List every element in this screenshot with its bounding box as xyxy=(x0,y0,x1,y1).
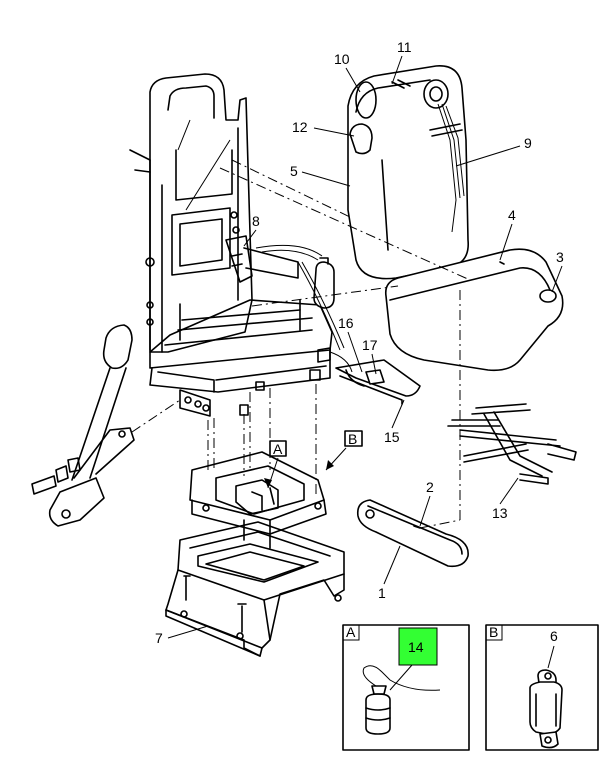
seat-suspension xyxy=(189,451,327,549)
detail-box-a: A 14 xyxy=(342,624,470,751)
detail-ref-b: B xyxy=(325,430,363,471)
seat-base xyxy=(165,521,345,657)
seat-pan xyxy=(149,299,333,417)
callout-9: 9 xyxy=(524,135,532,151)
armrest xyxy=(356,499,469,568)
callout-15: 15 xyxy=(384,429,400,445)
callout-12: 12 xyxy=(292,119,308,135)
callout-13: 13 xyxy=(492,505,508,521)
callout-4: 4 xyxy=(508,207,516,223)
callout-17: 17 xyxy=(362,337,378,353)
alignment-lines xyxy=(207,159,471,529)
detail-a-title: A xyxy=(346,624,356,640)
callout-14-highlight xyxy=(398,627,438,666)
callout-10: 10 xyxy=(334,51,350,67)
detail-box-b: B xyxy=(485,624,599,751)
callout-16: 16 xyxy=(338,315,354,331)
detail-ref-b-label: B xyxy=(348,431,357,447)
callout-2: 2 xyxy=(426,479,434,495)
seat-cushion xyxy=(384,248,564,372)
callout-5: 5 xyxy=(290,163,298,179)
seat-belt-assembly xyxy=(31,324,181,527)
detail-ref-a: A xyxy=(264,440,287,489)
callout-3: 3 xyxy=(556,249,564,265)
callout-1: 1 xyxy=(378,585,386,601)
callout-14: 14 xyxy=(408,639,424,655)
callout-6: 6 xyxy=(550,628,558,644)
callout-8: 8 xyxy=(252,213,260,229)
detail-ref-a-label: A xyxy=(273,441,283,457)
callout-11: 11 xyxy=(397,39,412,55)
callout-7: 7 xyxy=(155,630,163,646)
callouts: 1 2 3 4 5 6 7 8 9 10 11 12 13 15 16 17 xyxy=(155,39,564,669)
seat-back-frame xyxy=(129,73,299,353)
seat-support-bars xyxy=(447,403,577,485)
control-bracket xyxy=(329,351,421,405)
detail-b-title: B xyxy=(489,624,498,640)
seat-back-cushion xyxy=(347,65,470,280)
